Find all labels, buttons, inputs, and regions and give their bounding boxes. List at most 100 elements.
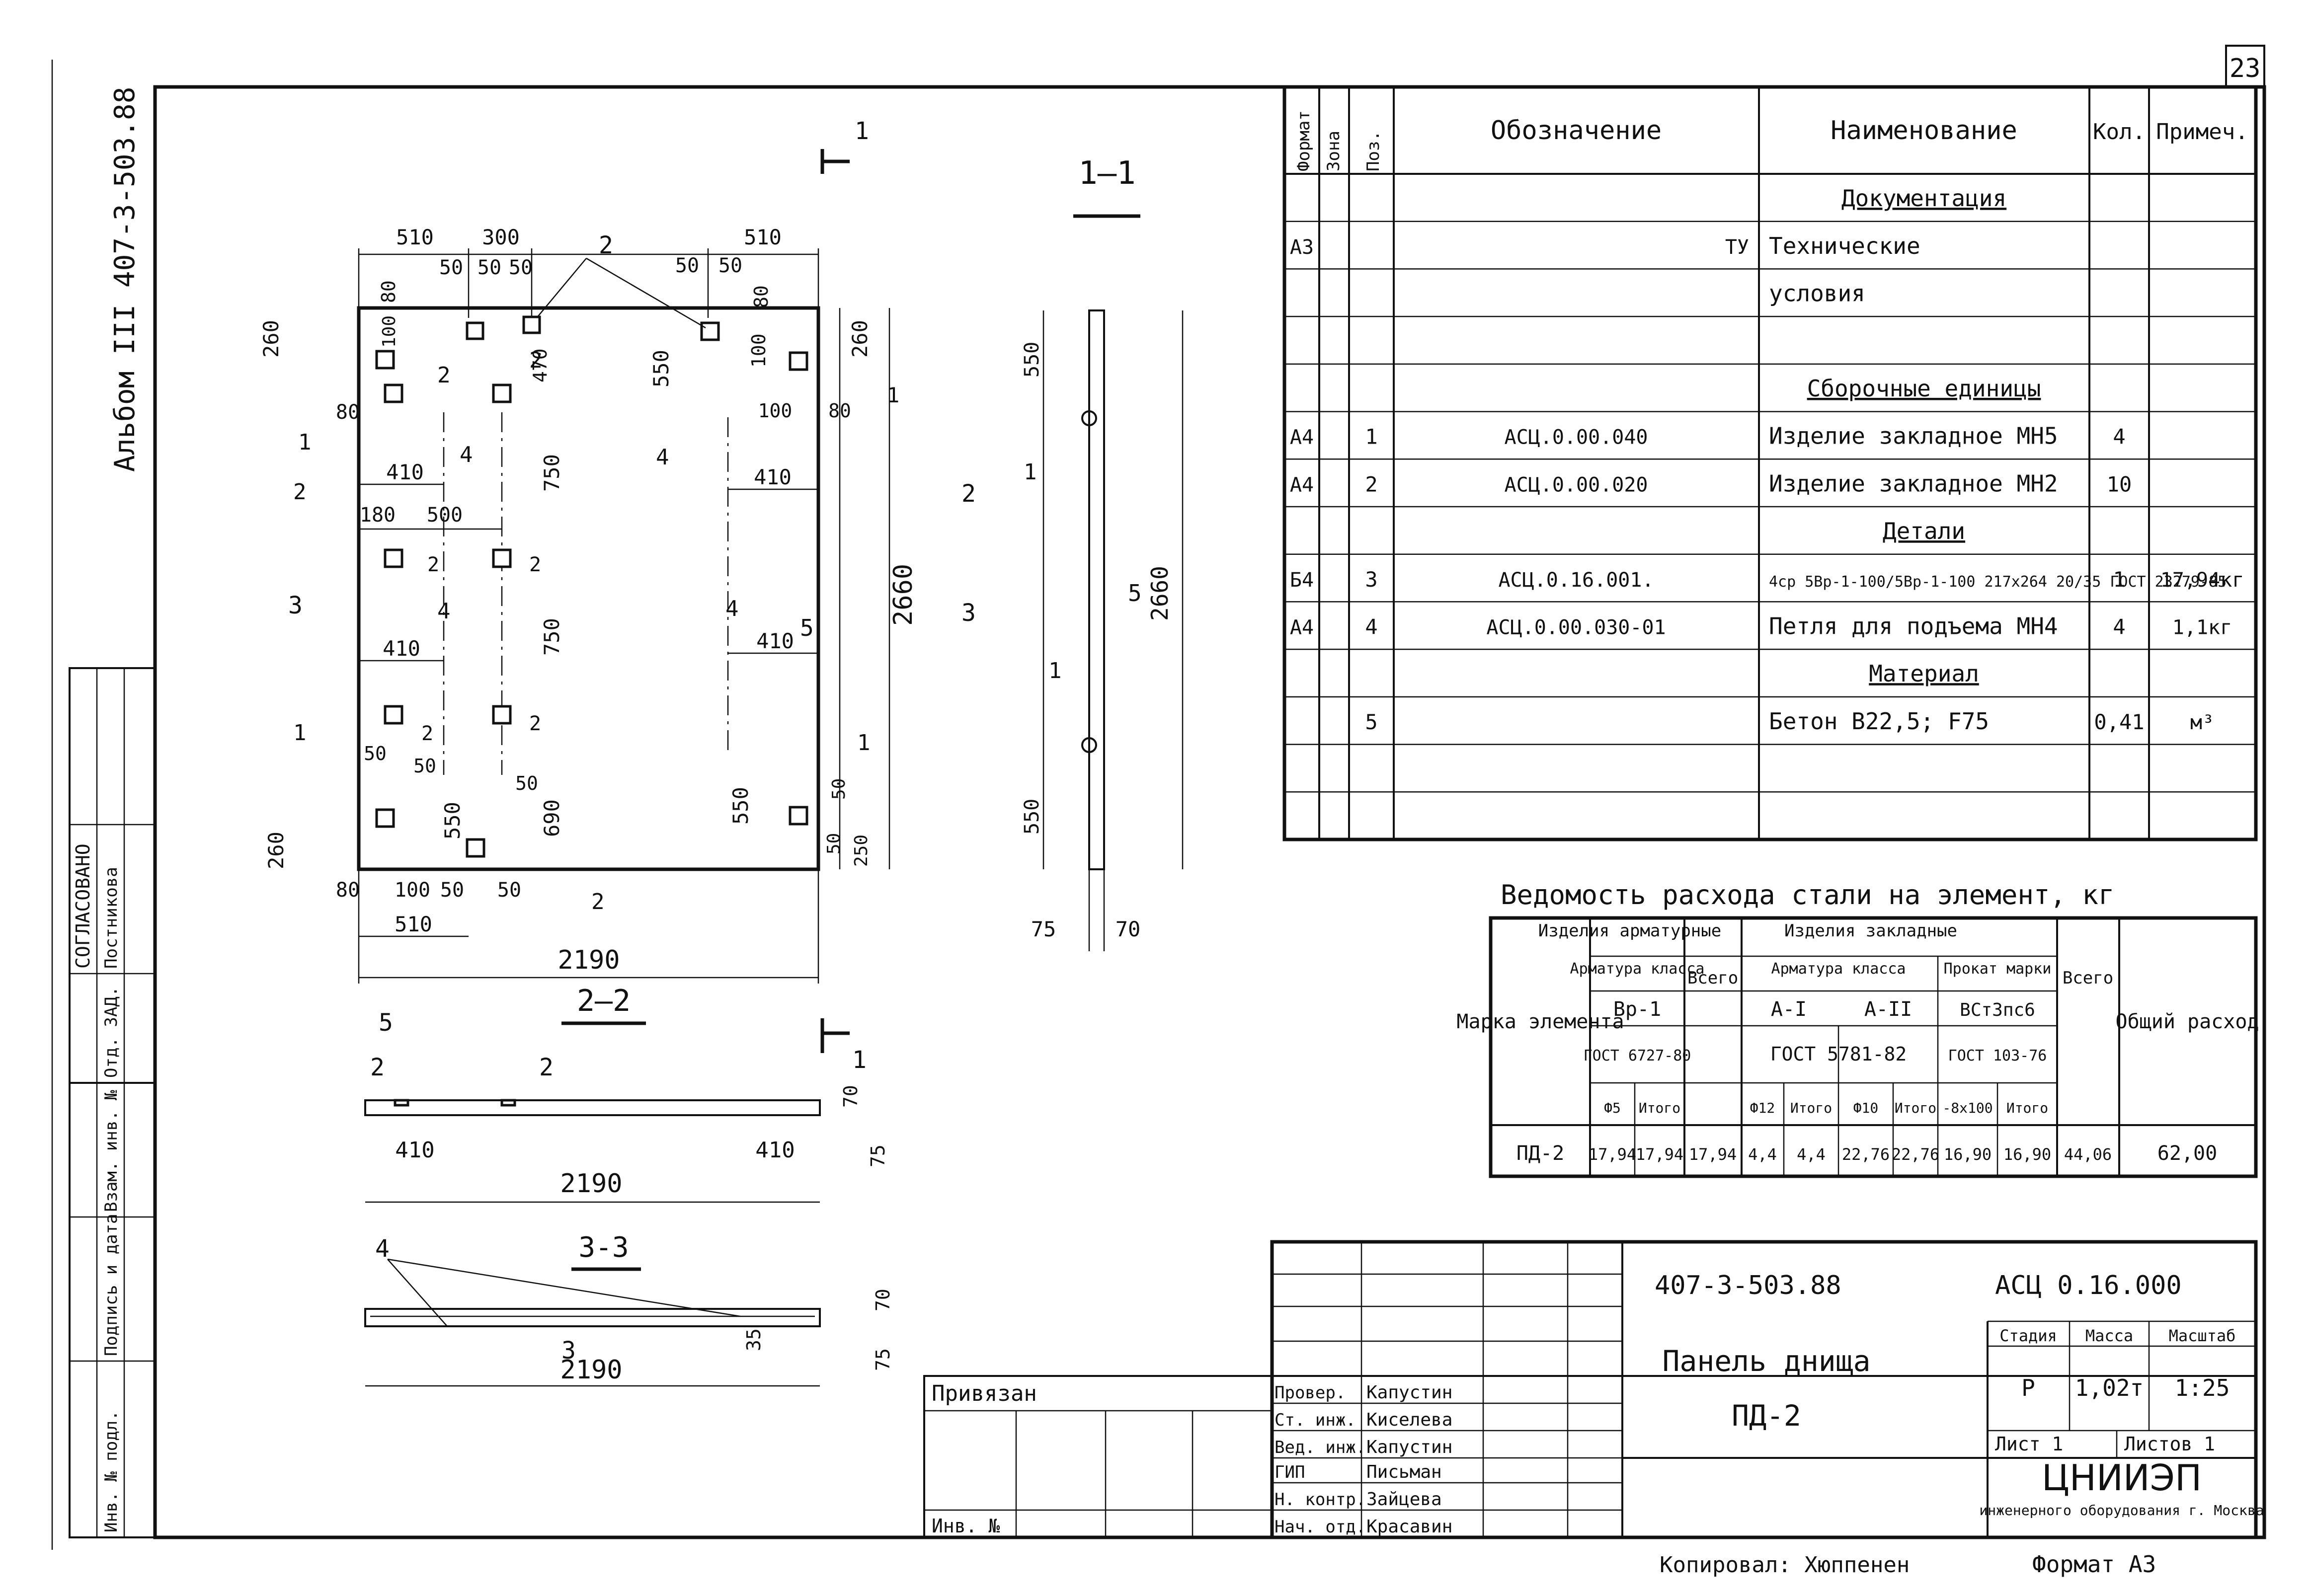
spec-cell-name: Изделие закладное МН5 bbox=[1769, 423, 2058, 450]
svg-text:5: 5 bbox=[800, 614, 814, 641]
svg-text:100: 100 bbox=[758, 400, 793, 422]
svg-text:50: 50 bbox=[440, 879, 464, 902]
svg-text:250: 250 bbox=[851, 835, 872, 867]
embed-mn2-j bbox=[466, 838, 485, 858]
spec-cell-qty: 1 bbox=[2113, 567, 2125, 592]
svg-text:3: 3 bbox=[288, 592, 303, 619]
svg-text:410: 410 bbox=[383, 636, 420, 661]
embed-mn2-d bbox=[384, 383, 403, 403]
svg-text:Всего: Всего bbox=[2063, 968, 2113, 988]
steel-consumption-table: Ведомость расхода стали на элемент, кг И… bbox=[1456, 879, 2259, 1178]
svg-text:750: 750 bbox=[540, 618, 564, 656]
svg-text:510: 510 bbox=[395, 912, 432, 936]
svg-text:Изделия закладные: Изделия закладные bbox=[1784, 921, 1957, 941]
svg-text:Всего: Всего bbox=[1687, 968, 1738, 988]
svg-text:1: 1 bbox=[298, 430, 312, 455]
svg-text:Стадия: Стадия bbox=[1999, 1326, 2057, 1345]
steel-sub-header: Итого bbox=[2006, 1100, 2048, 1116]
svg-text:410: 410 bbox=[754, 465, 792, 489]
title-line1: Панель днища bbox=[1662, 1344, 1870, 1378]
spec-cell-designation: АСЦ.0.00.030-01 bbox=[1486, 616, 1666, 639]
doc-code: 407-3-503.88 bbox=[1655, 1271, 1841, 1300]
steel-sub-header: Итого bbox=[1895, 1100, 1936, 1116]
svg-text:2190: 2190 bbox=[558, 945, 620, 975]
dept-label: Отд. ЗАД. bbox=[101, 987, 121, 1078]
embed-mn2-g bbox=[492, 548, 512, 568]
steel-value: 17,94 bbox=[1636, 1145, 1683, 1164]
spec-cell-name: условия bbox=[1769, 280, 1865, 307]
spec-cell-name: Бетон В22,5; F75 bbox=[1769, 708, 1989, 735]
svg-text:1: 1 bbox=[857, 730, 871, 756]
svg-text:1,02т: 1,02т bbox=[2075, 1374, 2144, 1401]
svg-text:1: 1 bbox=[1048, 658, 1062, 684]
svg-text:1:25: 1:25 bbox=[2175, 1374, 2230, 1401]
svg-text:3: 3 bbox=[961, 599, 976, 627]
role-label: Ст. инж. bbox=[1275, 1410, 1356, 1430]
svg-text:Обозначение: Обозначение bbox=[1491, 116, 1662, 146]
spec-cell-pos: 1 bbox=[1365, 425, 1377, 449]
svg-text:Марка элемента: Марка элемента bbox=[1456, 1010, 1624, 1033]
svg-text:Арматура класса: Арматура класса bbox=[1771, 960, 1906, 978]
spec-cell-note: 17,94кг bbox=[2160, 569, 2244, 592]
privyazan-label: Привязан bbox=[932, 1381, 1037, 1406]
section-2-2-label: 2—2 bbox=[577, 984, 631, 1018]
role-label: ГИП bbox=[1275, 1462, 1305, 1482]
svg-text:2: 2 bbox=[529, 712, 541, 735]
spec-cell-format: Б4 bbox=[1290, 569, 1314, 592]
svg-text:Прокат марки: Прокат марки bbox=[1944, 960, 2052, 978]
svg-text:50: 50 bbox=[497, 879, 521, 902]
svg-text:Зона: Зона bbox=[1324, 131, 1344, 171]
spec-cell-designation: АСЦ.0.16.001. bbox=[1498, 569, 1654, 592]
svg-text:50: 50 bbox=[364, 743, 387, 764]
svg-text:Изделия арматурные: Изделия арматурные bbox=[1538, 921, 1721, 941]
spec-cell-pos: 5 bbox=[1365, 710, 1377, 734]
section-1-1-label: 1—1 bbox=[1078, 155, 1136, 192]
role-name: Письман bbox=[1366, 1462, 1442, 1482]
steel-sub-header: Ф12 bbox=[1750, 1100, 1775, 1116]
spec-cell-format: А3 bbox=[1290, 236, 1314, 259]
album-label: Альбом III 407-3-503.88 bbox=[109, 87, 141, 472]
svg-text:Общий расход: Общий расход bbox=[2116, 1010, 2259, 1033]
steel-value: 4,4 bbox=[1748, 1145, 1777, 1164]
svg-text:3: 3 bbox=[561, 1337, 576, 1365]
svg-text:Лист 1: Лист 1 bbox=[1995, 1433, 2063, 1455]
role-name: Красавин bbox=[1366, 1517, 1452, 1537]
steel-value: 17,94 bbox=[1689, 1145, 1737, 1164]
svg-text:2: 2 bbox=[293, 479, 307, 505]
title-block: Привязан Инв. № 407-3-503.88 АСЦ 0.16.00… bbox=[923, 1240, 2264, 1539]
role-name: Капустин bbox=[1366, 1437, 1452, 1457]
svg-text:Вр-1: Вр-1 bbox=[1613, 998, 1661, 1021]
svg-text:100: 100 bbox=[395, 879, 430, 902]
agreed-label: СОГЛАСОВАНО bbox=[72, 843, 94, 969]
embed-mn2-f bbox=[384, 548, 403, 568]
steel-value: 17,94 bbox=[1589, 1145, 1636, 1164]
role-label: Вед. инж. bbox=[1275, 1438, 1366, 1457]
svg-text:ПД-2: ПД-2 bbox=[1516, 1142, 1564, 1165]
spec-cell-pos: 2 bbox=[1365, 472, 1377, 496]
svg-text:1: 1 bbox=[855, 117, 869, 145]
svg-text:75: 75 bbox=[867, 1144, 889, 1167]
svg-text:2: 2 bbox=[539, 1054, 554, 1081]
svg-text:4: 4 bbox=[725, 596, 739, 621]
svg-text:Примеч.: Примеч. bbox=[2156, 119, 2248, 145]
svg-text:80: 80 bbox=[336, 401, 360, 424]
svg-text:100: 100 bbox=[748, 333, 770, 368]
embed-mn2-a bbox=[466, 321, 484, 340]
spec-cell-note: м³ bbox=[2190, 711, 2214, 734]
svg-text:260: 260 bbox=[264, 832, 288, 869]
svg-text:Р: Р bbox=[2021, 1374, 2035, 1401]
svg-text:2190: 2190 bbox=[560, 1355, 622, 1385]
svg-text:4: 4 bbox=[375, 1235, 390, 1263]
svg-text:Формат: Формат bbox=[1294, 110, 1314, 171]
svg-text:5: 5 bbox=[379, 1009, 393, 1037]
role-name: Киселева bbox=[1366, 1410, 1452, 1430]
svg-text:50: 50 bbox=[718, 254, 742, 277]
embed-mn2-b bbox=[522, 315, 541, 334]
svg-text:550: 550 bbox=[649, 350, 673, 387]
org-name: ЦНИИЭП bbox=[2042, 1457, 2202, 1499]
steel-value: 22,76 bbox=[1892, 1145, 1939, 1164]
asc-code: АСЦ 0.16.000 bbox=[1995, 1271, 2182, 1300]
embed-mn2-i bbox=[492, 705, 512, 725]
svg-text:75: 75 bbox=[1031, 917, 1056, 941]
postnikova-label: Постникова bbox=[101, 867, 121, 969]
